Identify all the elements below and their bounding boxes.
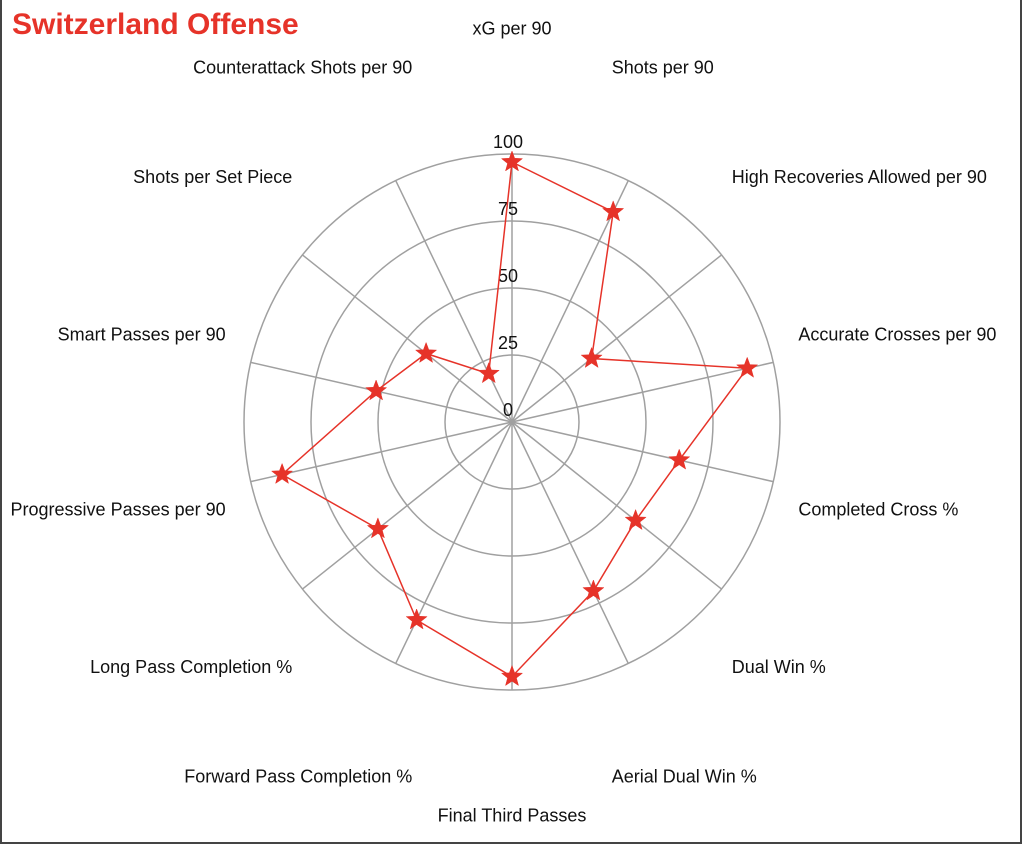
tick-label-100: 100 [493,132,523,152]
radar-series [270,150,759,687]
spoke-1 [511,180,629,423]
chart-title: Switzerland Offense [12,8,299,41]
axis-label-10: Progressive Passes per 90 [11,500,226,520]
data-point-12 [414,341,438,363]
tick-label-0: 0 [503,400,513,420]
spoke-8 [395,421,513,664]
spoke-12 [302,254,513,423]
spoke-2 [511,254,722,423]
axis-label-2: High Recoveries Allowed per 90 [732,167,987,187]
axis-label-3: Accurate Crosses per 90 [798,324,996,344]
spoke-11 [250,361,513,423]
spoke-5 [511,421,722,590]
data-point-3 [736,356,759,378]
axis-label-12: Shots per Set Piece [133,167,292,187]
spoke-6 [511,421,629,664]
data-point-0 [500,150,524,172]
spoke-10 [250,421,513,483]
spoke-13 [395,180,513,423]
axis-label-13: Counterattack Shots per 90 [193,58,412,78]
radar-spokes [250,154,774,690]
axis-label-11: Smart Passes per 90 [58,324,226,344]
tick-label-50: 50 [498,266,518,286]
axis-label-5: Dual Win % [732,657,826,677]
data-point-6 [582,579,605,601]
data-point-13 [477,361,500,384]
tick-label-75: 75 [498,199,518,219]
data-point-2 [580,346,603,368]
data-point-5 [624,508,647,531]
data-point-8 [405,608,428,630]
axis-label-8: Forward Pass Completion % [184,766,412,786]
axis-label-7: Final Third Passes [438,805,587,825]
data-point-11 [365,379,388,401]
axis-label-1: Shots per 90 [612,58,714,78]
spoke-9 [302,421,513,590]
spoke-4 [511,421,774,483]
radar-axis-labels: xG per 90 Shots per 90 High Recoveries All… [11,19,997,826]
data-point-4 [668,448,691,470]
axis-label-9: Long Pass Completion % [90,657,292,677]
axis-label-6: Aerial Dual Win % [612,766,757,786]
radar-tick-labels: 0 25 50 75 100 [493,132,523,420]
data-point-1 [602,200,625,222]
data-point-10 [270,462,294,484]
axis-label-0: xG per 90 [472,19,551,39]
spoke-3 [511,361,774,423]
axis-label-4: Completed Cross % [798,500,958,520]
data-point-9 [366,517,390,539]
tick-label-25: 25 [498,333,518,353]
data-point-7 [500,664,524,687]
